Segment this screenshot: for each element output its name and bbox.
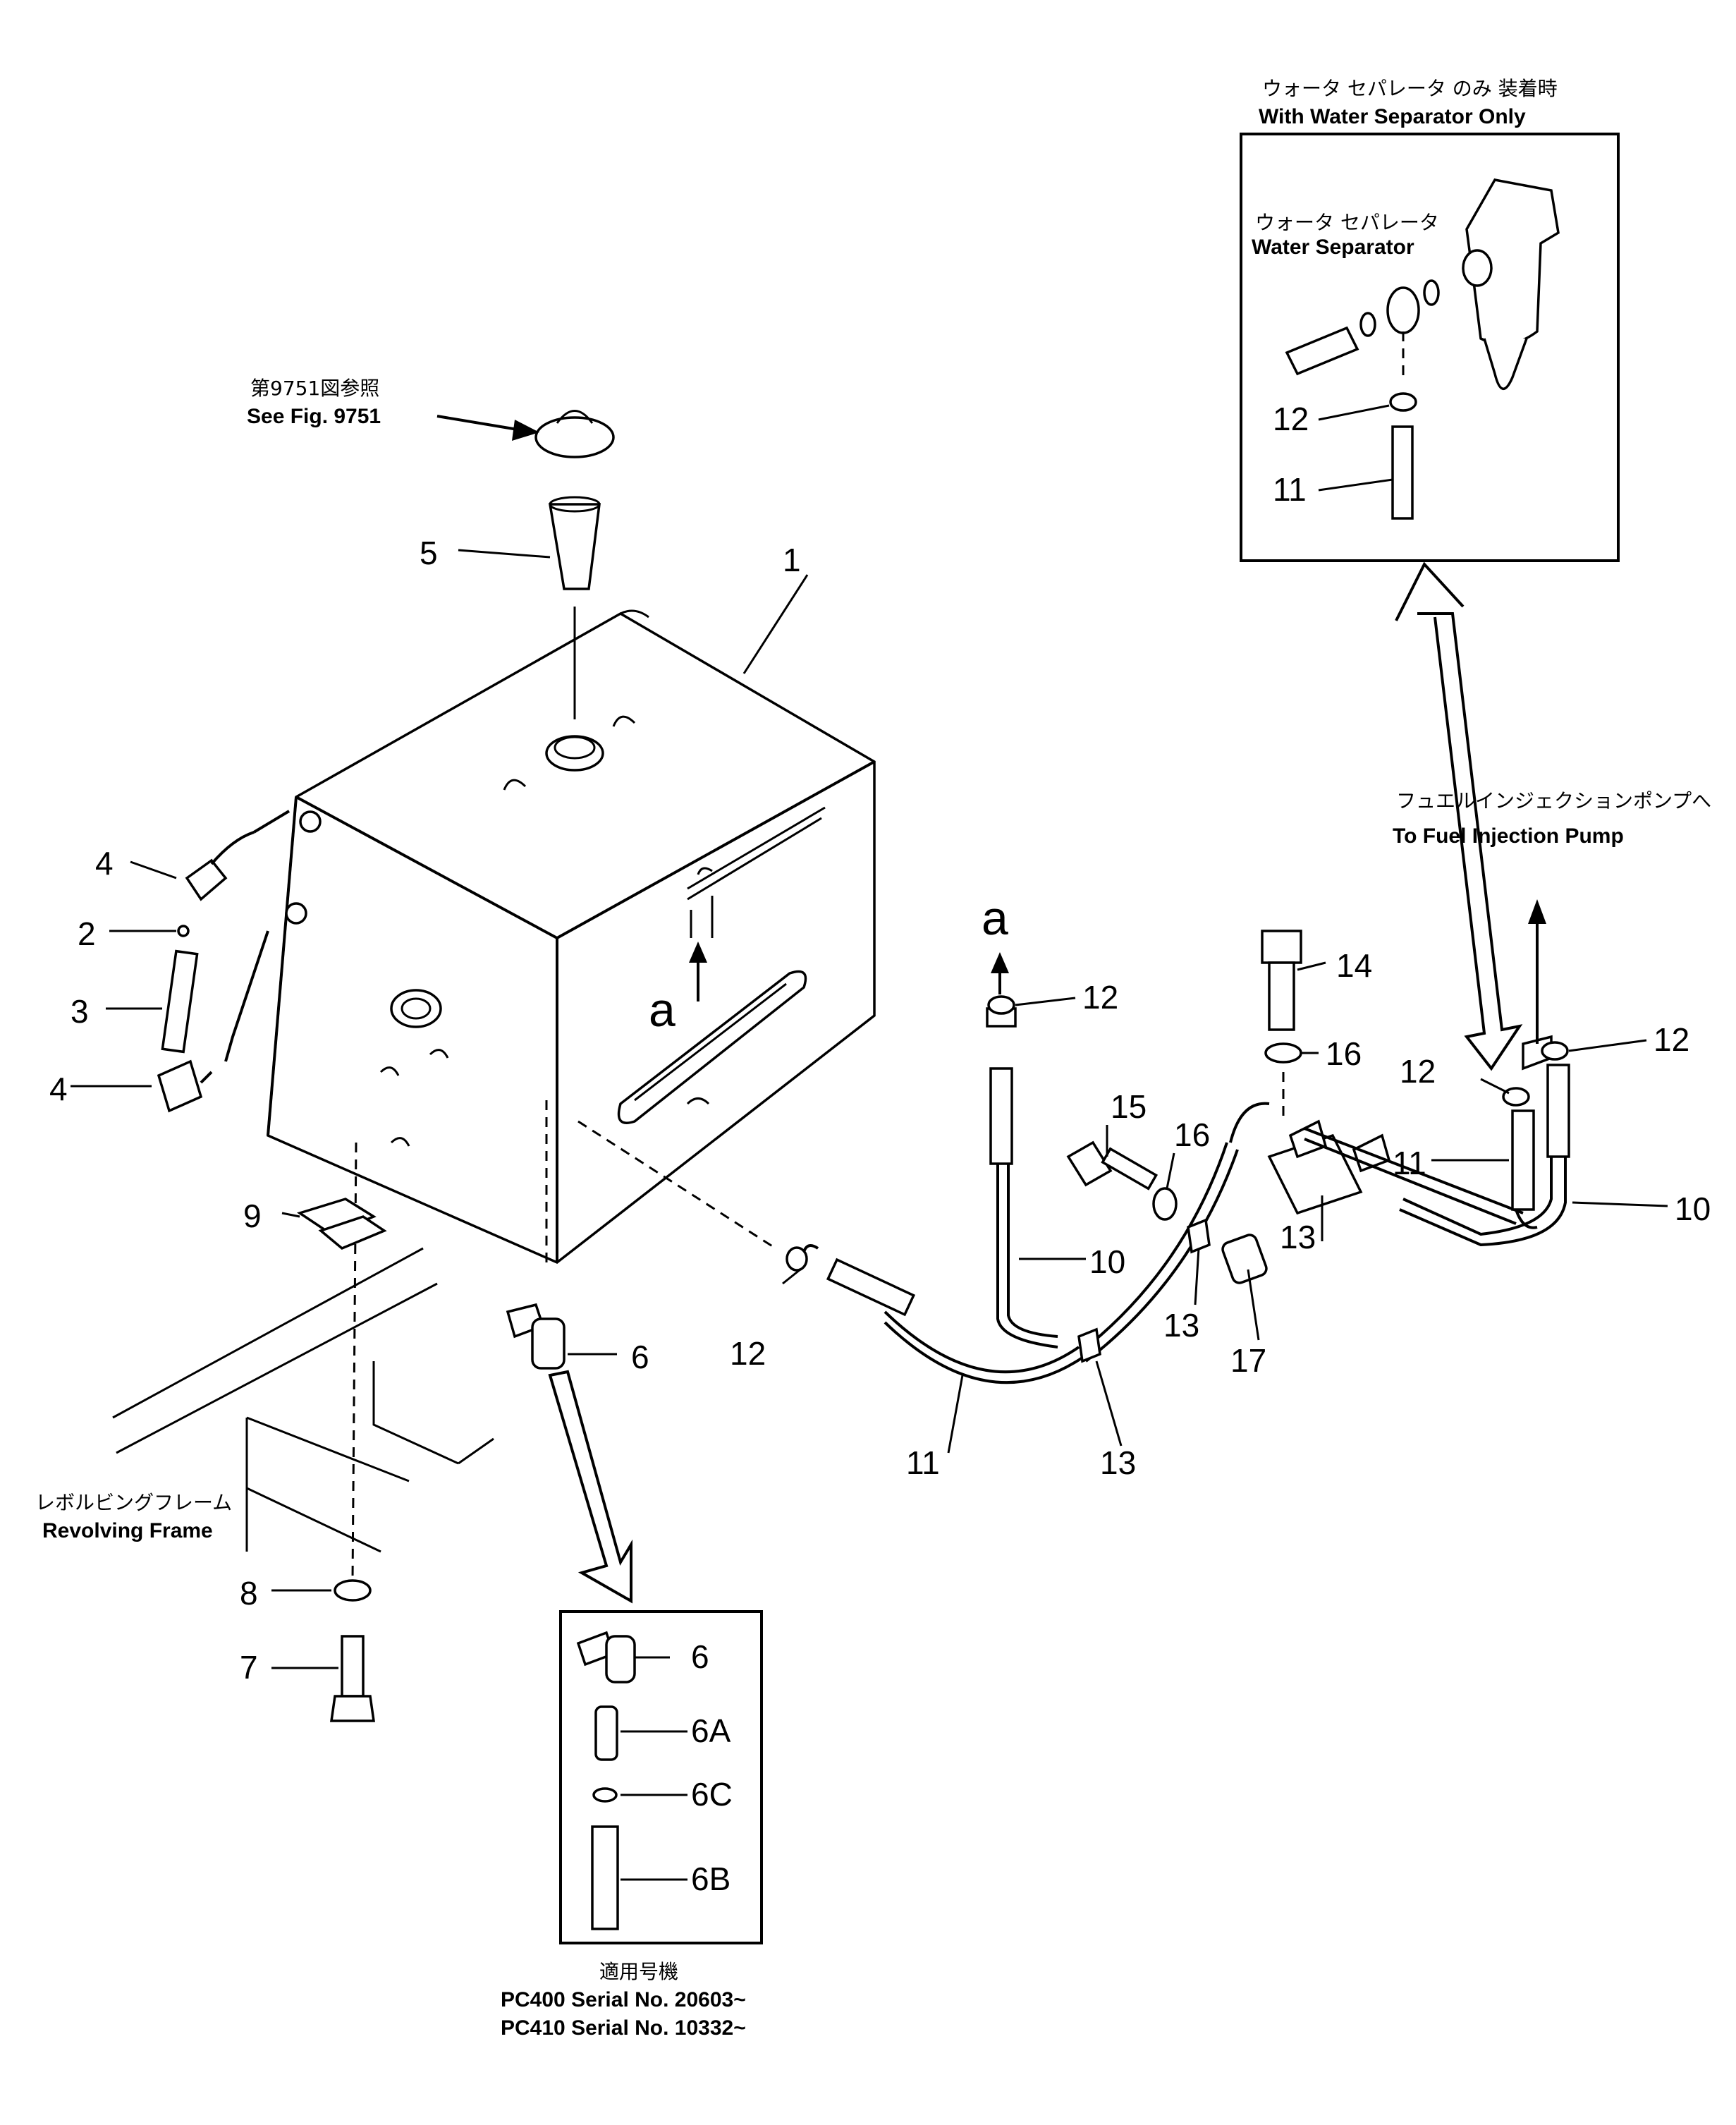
revolving-frame	[112, 1247, 494, 1553]
hose-10-right	[1399, 1064, 1570, 1247]
hose-11-right	[1511, 1109, 1538, 1229]
callout-13c: 13	[1280, 1219, 1316, 1255]
fuel-tank	[267, 609, 876, 1265]
bracket-13c	[1267, 1119, 1524, 1225]
callout-9: 9	[243, 1198, 262, 1234]
hose-11-main	[802, 1102, 1270, 1384]
callout-12d: 12	[1654, 1021, 1689, 1058]
ref-arrow-a1	[991, 952, 1009, 994]
spacer-17	[1221, 1234, 1268, 1284]
callout-13b: 13	[1163, 1307, 1199, 1344]
washer-16b	[1264, 1042, 1302, 1064]
inset-top-callout-12: 12	[1273, 401, 1309, 437]
inset-bottom-footer-line1: PC400 Serial No. 20603~	[501, 1988, 746, 2011]
inset-bottom-callout-6c: 6C	[691, 1776, 733, 1813]
callout-10a: 10	[1089, 1243, 1125, 1280]
ref-label-a1: a	[982, 891, 1008, 945]
inset-top-callout-11: 11	[1273, 471, 1307, 508]
frame-en: Revolving Frame	[42, 1519, 213, 1542]
callout-12b: 12	[730, 1335, 766, 1372]
inset-sub-en: Water Separator	[1252, 236, 1414, 259]
inset-bottom-callout-6: 6	[691, 1638, 709, 1675]
callout-4a: 4	[95, 845, 114, 882]
bolt-15	[1066, 1140, 1159, 1191]
bolt-7	[329, 1635, 376, 1722]
callout-12a: 12	[1082, 979, 1118, 1016]
callout-6: 6	[631, 1339, 649, 1375]
callout-8: 8	[240, 1575, 258, 1612]
arrow-to-pump	[1528, 899, 1546, 1044]
clamp-12a	[987, 995, 1015, 1015]
ref-label-a2: a	[649, 983, 676, 1037]
arrow-to-separator-inset	[1417, 612, 1523, 1071]
callout-12c: 12	[1400, 1053, 1436, 1090]
inset-bottom-callout-6b: 6B	[691, 1861, 731, 1897]
inset-bottom-callout-6a: 6A	[691, 1712, 731, 1749]
water-separator-inset	[1240, 133, 1620, 562]
callout-3: 3	[71, 993, 89, 1030]
callout-15: 15	[1111, 1088, 1147, 1125]
callout-5: 5	[420, 535, 438, 571]
callout-7: 7	[240, 1649, 258, 1686]
see-fig-en: See Fig. 9751	[247, 405, 381, 428]
callout-11a: 11	[906, 1444, 940, 1481]
callout-2: 2	[78, 915, 96, 952]
clamp-12c	[1541, 1041, 1569, 1061]
filler-cap	[534, 410, 615, 458]
breather-hose	[157, 810, 291, 1113]
clamp-12d	[786, 1246, 808, 1272]
inset-bottom-footer-line2: PC410 Serial No. 10332~	[501, 2016, 746, 2040]
inset-valve-parts	[576, 1631, 636, 1930]
callout-11b: 11	[1393, 1145, 1426, 1181]
callout-13a: 13	[1100, 1444, 1136, 1481]
strainer	[548, 496, 601, 590]
callout-16b: 16	[1326, 1035, 1362, 1072]
washer-8	[334, 1579, 372, 1602]
arrow-to-inset	[548, 1370, 632, 1604]
callout-10b: 10	[1675, 1191, 1711, 1227]
hose-10-vertical	[986, 1007, 1058, 1348]
inset-top-title-en: With Water Separator Only	[1259, 105, 1526, 128]
inset-bottom-footer-jp: 適用号機	[599, 1960, 678, 1983]
see-fig-arrow	[436, 415, 539, 441]
see-fig-jp: 第9751図参照	[250, 377, 379, 400]
callout-4b: 4	[49, 1071, 68, 1107]
bolt-14	[1261, 930, 1302, 1031]
frame-jp: レボルビングフレーム	[35, 1491, 232, 1514]
spacer-plate	[296, 1198, 387, 1250]
clamp-12b	[1502, 1087, 1530, 1107]
callout-16a: 16	[1174, 1116, 1210, 1153]
inset-sub-jp: ウォータ セパレータ	[1255, 211, 1439, 234]
washer-16a	[1152, 1187, 1178, 1221]
clamp-13b	[1187, 1218, 1211, 1254]
leader-lines	[71, 404, 1668, 1881]
to-pump-en: To Fuel Injection Pump	[1393, 824, 1624, 848]
callout-14: 14	[1336, 947, 1372, 984]
to-pump-jp: フュエルインジェクションポンプへ	[1396, 789, 1711, 812]
drain-valve-6	[506, 1303, 566, 1370]
ref-arrow-a2	[689, 942, 707, 1001]
clamp-13a	[1077, 1327, 1101, 1363]
drain-valve-inset	[559, 1610, 763, 1944]
inset-top-title-jp: ウォータ セパレータ のみ 装着時	[1262, 77, 1558, 100]
callout-1: 1	[783, 542, 801, 578]
callout-17: 17	[1230, 1342, 1266, 1379]
water-separator	[1285, 178, 1560, 520]
